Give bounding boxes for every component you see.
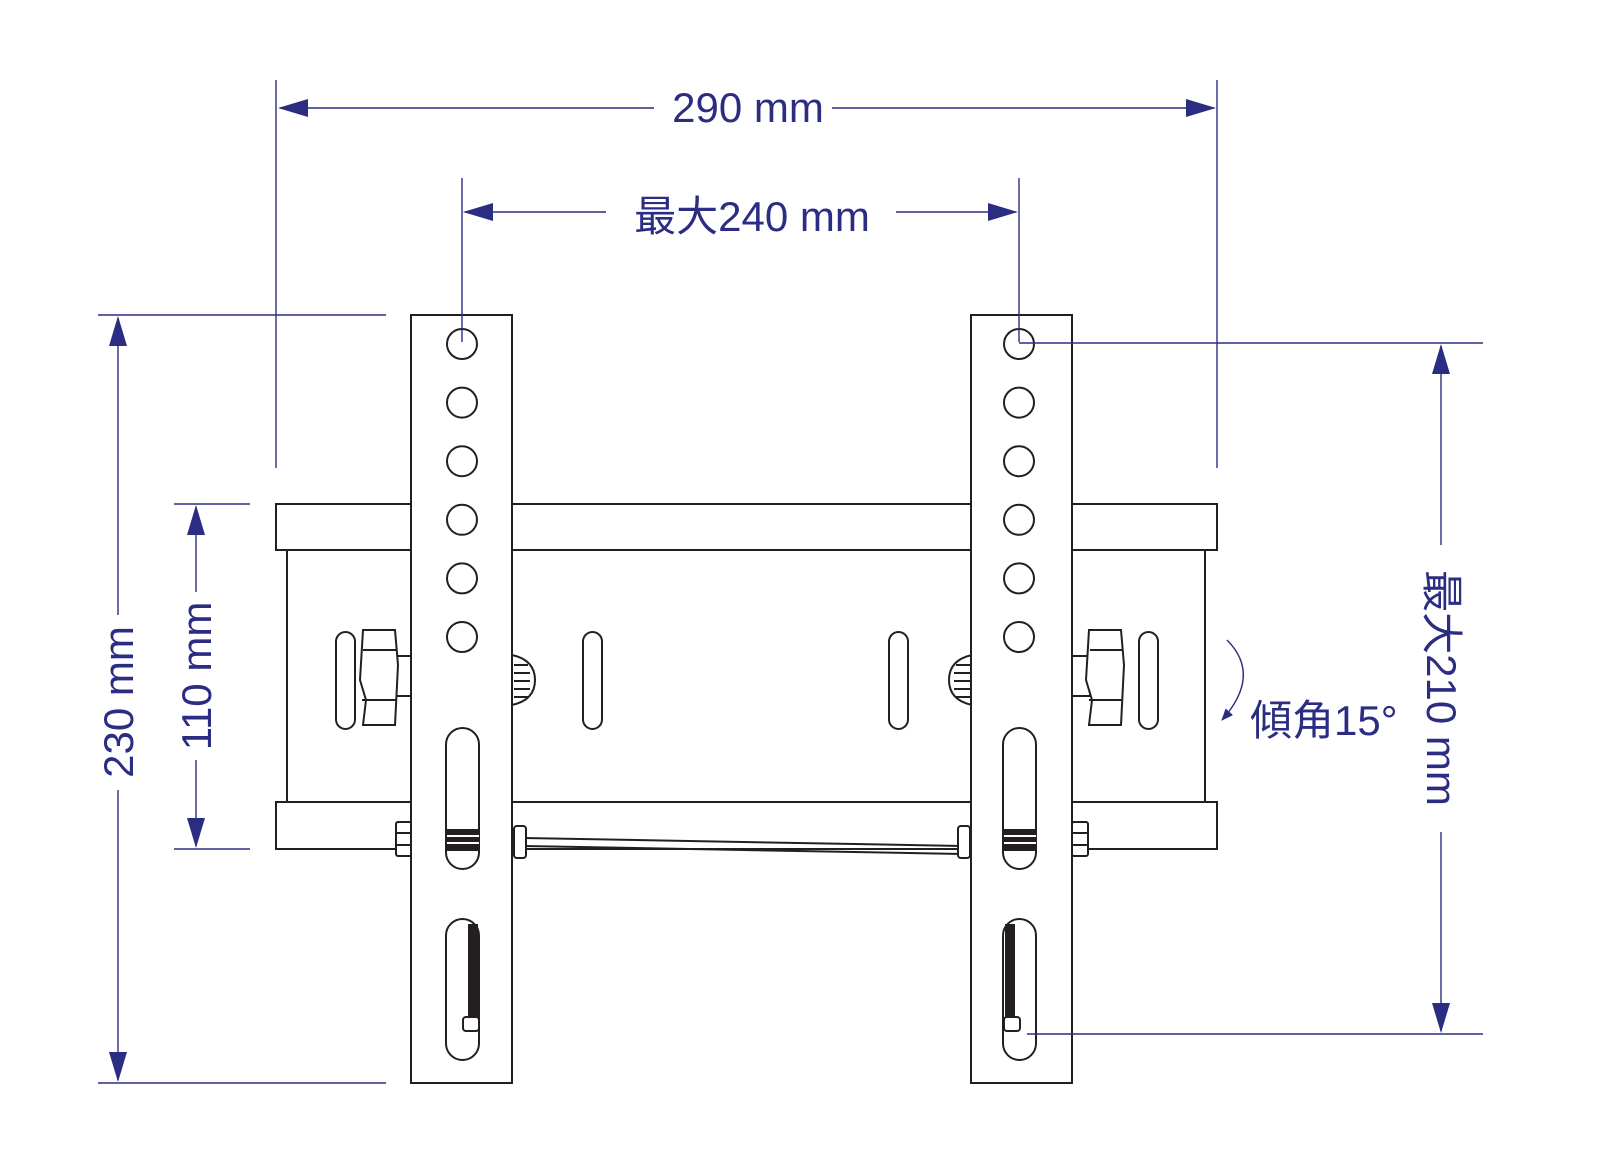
arm-holes: [446, 328, 1035, 653]
hex-nut-left: [395, 821, 413, 857]
left-arm-hole: [446, 621, 478, 653]
dim-label-240: 最大240 mm: [634, 193, 870, 240]
bracket-arm-right: [970, 314, 1073, 1084]
right-arm-hole: [1003, 445, 1035, 478]
left-arm-hole: [446, 386, 478, 419]
right-arm-hole: [1003, 386, 1035, 419]
bracket-arm-left: [410, 314, 513, 1084]
ribbed-knob-right: [947, 653, 973, 707]
dimension-lines: [98, 80, 1483, 1084]
tilt-arc: [1221, 639, 1244, 721]
dim-label-110: 110 mm: [173, 602, 220, 751]
wall-plate-slot: [335, 631, 356, 730]
bottom-rod: [395, 821, 1089, 859]
wall-plate-slot: [582, 631, 603, 730]
tilt-knob-right: [1071, 629, 1126, 726]
right-arm-hole: [1003, 562, 1035, 595]
left-arm-hole: [446, 503, 478, 536]
dim-label-230: 230 mm: [95, 626, 142, 778]
dim-label-210: 最大210 mm: [1418, 570, 1465, 806]
left-arm-hole: [446, 562, 478, 595]
right-arm-hole: [1003, 503, 1035, 536]
dim-label-290: 290 mm: [672, 84, 824, 131]
left-arm-hole: [446, 445, 478, 478]
wall-plate-slot: [1138, 631, 1159, 730]
hex-nut-right: [1071, 821, 1089, 857]
dimension-labels: 290 mm 最大240 mm 230 mm 110 mm 最大210 mm 傾…: [95, 84, 1465, 806]
tilt-knob-left: [358, 629, 414, 726]
right-arm-hole: [1003, 621, 1035, 653]
wall-plate-slot: [888, 631, 909, 730]
ribbed-knob-left: [511, 653, 537, 707]
tilt-angle-label: 傾角15°: [1250, 697, 1398, 744]
